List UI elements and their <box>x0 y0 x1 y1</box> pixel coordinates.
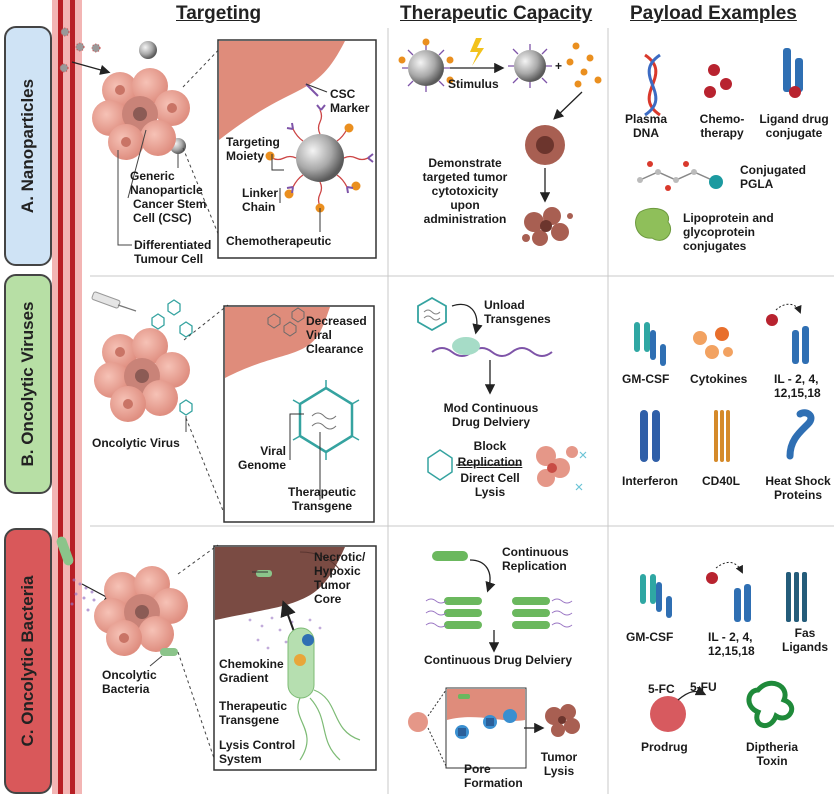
label-cancer-stem-cell: Cancer Stem Cell (CSC) <box>133 197 207 225</box>
label-cytokines: Cytokines <box>690 372 748 386</box>
label-cd40l: CD40L <box>702 474 741 488</box>
label-ligand-drug-conjugate: Ligand drug conjugate <box>759 112 829 140</box>
label-therapeutic-transgene-c: Therapeutic Transgene <box>219 699 288 727</box>
label-gm-csf-b: GM-CSF <box>622 372 670 386</box>
label-unload-transgenes: Unload Transgenes <box>484 298 551 326</box>
label-continuous-replication: Continuous Replication <box>502 545 569 573</box>
label-5fc: 5-FC <box>648 682 675 696</box>
label-fas-ligands: Fas Ligands <box>781 626 828 654</box>
label-csc-marker: CSC Marker <box>330 87 370 115</box>
leader-lines-c <box>149 544 219 771</box>
label-therapeutic-transgene-b: Therapeutic Transgene <box>287 485 356 513</box>
zoom-box-c <box>213 545 377 771</box>
label-block: Block <box>473 439 507 453</box>
label-conjugated-pgla: Conjugated PGLA <box>740 163 806 191</box>
label-5fu: 5-FU <box>690 680 717 694</box>
payload-c-graphic <box>640 562 807 732</box>
label-il-b: IL - 2, 4, 12,15,18 <box>774 372 821 400</box>
capacity-b-graphic <box>417 296 587 491</box>
label-prodrug: Prodrug <box>641 740 688 754</box>
label-continuous-drug-delivery: Continuous Drug Delviery <box>423 653 572 667</box>
label-direct-cell-lysis: Direct Cell Lysis <box>460 471 520 499</box>
label-lipoprotein: Lipoprotein and glycoprotein conjugates <box>683 211 774 253</box>
label-stimulus: Stimulus <box>448 77 499 91</box>
label-viral-genome: Viral Genome <box>237 444 286 472</box>
label-diptheria-toxin: Diptheria Toxin <box>745 740 798 768</box>
capacity-a-graphic <box>398 38 602 246</box>
label-linker-chain: Linker Chain <box>242 186 279 214</box>
row-tag-oncolytic-bacteria: C. Oncolytic Bacteria <box>4 528 52 794</box>
grid-lines <box>90 28 834 794</box>
zoom-box-b <box>223 305 375 523</box>
payload-b-graphic <box>634 303 815 462</box>
header-payload-examples: Payload Examples <box>630 3 797 24</box>
label-pore-formation: Pore Formation <box>464 762 523 790</box>
label-chemokine-gradient: Chemokine Gradient <box>219 657 284 685</box>
zoom-box-a <box>217 39 377 259</box>
label-decreased-viral-clearance: Decreased Viral Clearance <box>306 314 367 356</box>
virus-injection <box>91 291 137 312</box>
label-necrotic-hypoxic-core: Necrotic/ Hypoxic Tumor Core <box>314 550 366 606</box>
label-chemotherapy: Chemo- therapy <box>699 112 745 140</box>
label-demonstrate-cytotoxicity: Demonstrate targeted tumor cytotoxicity … <box>422 156 508 226</box>
row-tag-oncolytic-viruses: B. Oncolytic Viruses <box>4 274 52 494</box>
capacity-c-graphic <box>408 551 580 769</box>
label-replication: Replication <box>457 455 523 469</box>
label-generic-nanoparticle: Generic Nanoparticle <box>130 169 203 197</box>
payload-a-graphic <box>635 48 803 241</box>
leader-lines-b <box>183 304 229 524</box>
label-differentiated-tumour-cell: Differentiated Tumour Cell <box>134 238 212 266</box>
label-mod-continuous-drug-delivery: Mod Continuous Drug Delviery <box>443 401 539 429</box>
label-oncolytic-bacteria: Oncolytic Bacteria <box>102 668 157 696</box>
label-chemotherapeutic: Chemotherapeutic <box>226 234 332 248</box>
label-plus: + <box>555 59 563 73</box>
header-therapeutic-capacity: Therapeutic Capacity <box>400 3 593 24</box>
label-plasma-dna: Plasma DNA <box>624 112 668 140</box>
blood-vessels <box>52 0 82 794</box>
tumor-cluster-b <box>94 328 190 422</box>
label-lysis-control-system: Lysis Control System <box>219 738 296 766</box>
tumor-cluster-c <box>94 566 188 656</box>
tumor-cluster-a <box>92 68 190 160</box>
virus-particles-b <box>151 299 193 416</box>
label-targeting-moiety: Targeting Moiety <box>226 135 280 163</box>
header-targeting: Targeting <box>176 3 262 24</box>
label-oncolytic-virus: Oncolytic Virus <box>92 436 180 450</box>
label-tumor-lysis: Tumor Lysis <box>540 750 578 778</box>
label-il-c: IL - 2, 4, 12,15,18 <box>708 630 755 658</box>
row-tag-nanoparticles: A. Nanoparticles <box>4 26 52 266</box>
label-gm-csf-c: GM-CSF <box>626 630 674 644</box>
label-heat-shock-proteins: Heat Shock Proteins <box>765 474 831 502</box>
label-interferon: Interferon <box>622 474 679 488</box>
